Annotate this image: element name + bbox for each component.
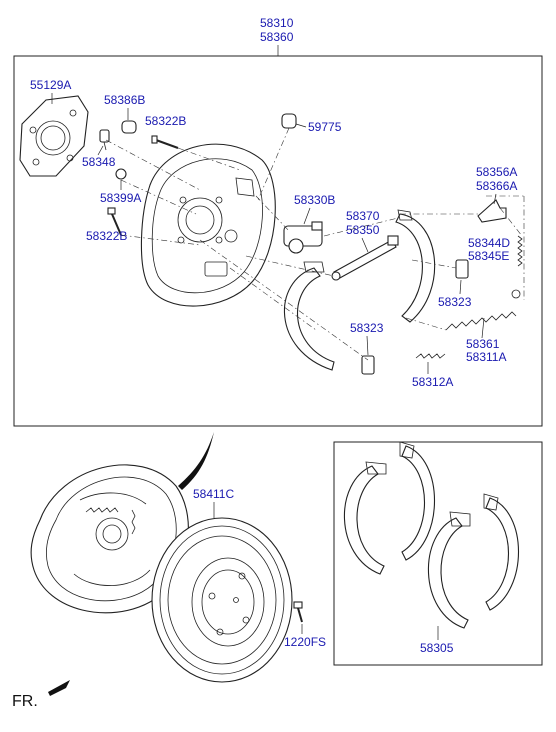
bolt-upper-part xyxy=(151,135,179,149)
label-58330B[interactable]: 58330B xyxy=(294,193,335,207)
assembly-arrow-icon xyxy=(178,432,214,490)
label-58310[interactable]: 58310 xyxy=(260,16,294,30)
spring-upper-part xyxy=(517,235,523,267)
label-58356A[interactable]: 58356A xyxy=(476,165,517,179)
label-58399A[interactable]: 58399A xyxy=(100,191,141,205)
left-shoe-part xyxy=(284,261,335,371)
label-55129A[interactable]: 55129A xyxy=(30,78,71,92)
backing-plate-part xyxy=(140,143,276,307)
label-58350[interactable]: 58350 xyxy=(346,223,380,237)
label-58311A[interactable]: 58311A xyxy=(466,350,506,364)
label-59775[interactable]: 59775 xyxy=(308,120,342,134)
leader-58350 xyxy=(361,237,369,253)
bleeder-screw-part xyxy=(99,129,110,151)
adjuster-part xyxy=(331,235,399,281)
label-58411C[interactable]: 58411C xyxy=(193,487,234,501)
leader-58330B xyxy=(303,207,311,225)
label-58386B[interactable]: 58386B xyxy=(104,93,145,107)
gasket-part xyxy=(19,95,89,177)
bolt-lower-part xyxy=(107,207,122,236)
shoe-kit-frame xyxy=(333,441,543,666)
shoe-kit-part xyxy=(343,441,519,629)
label-58361[interactable]: 58361 xyxy=(466,337,500,351)
hold-down-right-part xyxy=(455,259,469,279)
hold-down-left-part xyxy=(361,355,375,375)
leader-58361 xyxy=(481,317,485,339)
label-1220FS[interactable]: 1220FS xyxy=(284,635,326,649)
label-58360[interactable]: 58360 xyxy=(260,30,294,44)
front-direction-arrow-icon xyxy=(48,680,70,696)
plug-part xyxy=(121,120,137,134)
label-58312A[interactable]: 58312A xyxy=(412,375,453,389)
right-shoe-part xyxy=(395,209,436,323)
label-58344D[interactable]: 58344D xyxy=(468,236,510,250)
label-58345E[interactable]: 58345E xyxy=(468,249,509,263)
label-58322B-lower[interactable]: 58322B xyxy=(86,229,127,243)
label-58322B-upper[interactable]: 58322B xyxy=(145,114,186,128)
spring-lower-part xyxy=(445,289,521,331)
drum-screw-part xyxy=(293,601,303,623)
direction-label: FR. xyxy=(12,693,38,710)
leader-58323-left xyxy=(366,335,369,356)
leader-58356A xyxy=(493,193,497,205)
label-58370[interactable]: 58370 xyxy=(346,209,380,223)
pin-part xyxy=(281,113,297,129)
label-58323-left[interactable]: 58323 xyxy=(350,321,384,335)
leader-59775 xyxy=(295,123,307,128)
wheel-cylinder-part xyxy=(283,221,323,254)
leader-58348 xyxy=(97,145,104,156)
label-58366A[interactable]: 58366A xyxy=(476,179,517,193)
parking-lever-part xyxy=(477,199,507,223)
return-spring-part xyxy=(415,353,446,359)
assembled-brake-part xyxy=(30,464,189,614)
assembly-dashed-lines xyxy=(105,127,525,361)
label-58305[interactable]: 58305 xyxy=(420,641,454,655)
leader-58323-right xyxy=(459,279,462,295)
label-58323-right[interactable]: 58323 xyxy=(438,295,472,309)
label-58348[interactable]: 58348 xyxy=(82,155,116,169)
cap-part xyxy=(115,168,127,180)
brake-drum-part xyxy=(151,517,293,683)
